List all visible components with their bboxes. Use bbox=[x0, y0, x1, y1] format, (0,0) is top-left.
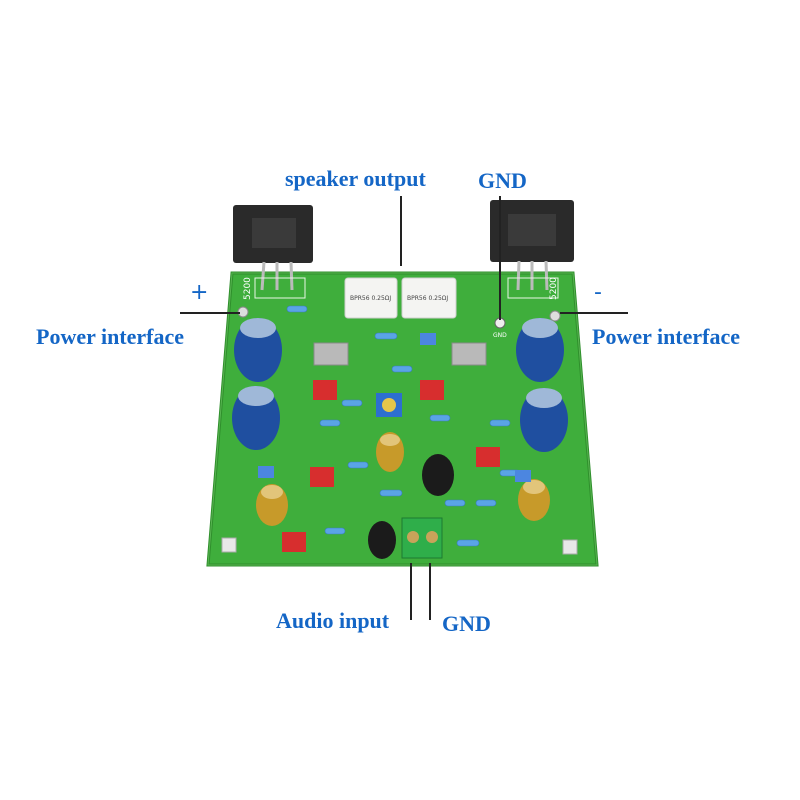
silk-5200-left: 5200 bbox=[243, 277, 253, 300]
gnd-top-label: GND bbox=[478, 168, 527, 193]
gold-capacitors bbox=[256, 432, 550, 526]
speaker-output-label: speaker output bbox=[285, 166, 426, 191]
audio-input-label: Audio input bbox=[276, 608, 390, 633]
power-interface-left-label: Power interface bbox=[36, 324, 185, 349]
black-capacitor bbox=[422, 454, 454, 496]
cement-resistor-left: BPR56 0.25ΩJ bbox=[344, 277, 398, 319]
blue-capacitors-right bbox=[516, 318, 568, 452]
red-film-capacitors bbox=[282, 380, 500, 552]
svg-text:BPR56 0.25ΩJ: BPR56 0.25ΩJ bbox=[407, 295, 448, 302]
minus-sign: - bbox=[594, 280, 602, 305]
plus-sign: + bbox=[190, 280, 209, 305]
left-power-transistor bbox=[233, 205, 313, 291]
silk-gnd: GND bbox=[493, 332, 507, 339]
svg-text:BPR56 0.25ΩJ: BPR56 0.25ΩJ bbox=[350, 295, 391, 302]
blue-capacitors-left bbox=[232, 318, 282, 450]
power-interface-right-label: Power interface bbox=[592, 324, 741, 349]
cement-resistor-right: BPR56 0.25ΩJ bbox=[401, 277, 457, 319]
gnd-bottom-label: GND bbox=[442, 611, 491, 636]
audio-input-terminal-block bbox=[401, 517, 443, 559]
black-capacitor-2 bbox=[368, 521, 396, 559]
right-power-transistor bbox=[490, 200, 574, 291]
silk-5200-right: 5200 bbox=[549, 277, 559, 300]
